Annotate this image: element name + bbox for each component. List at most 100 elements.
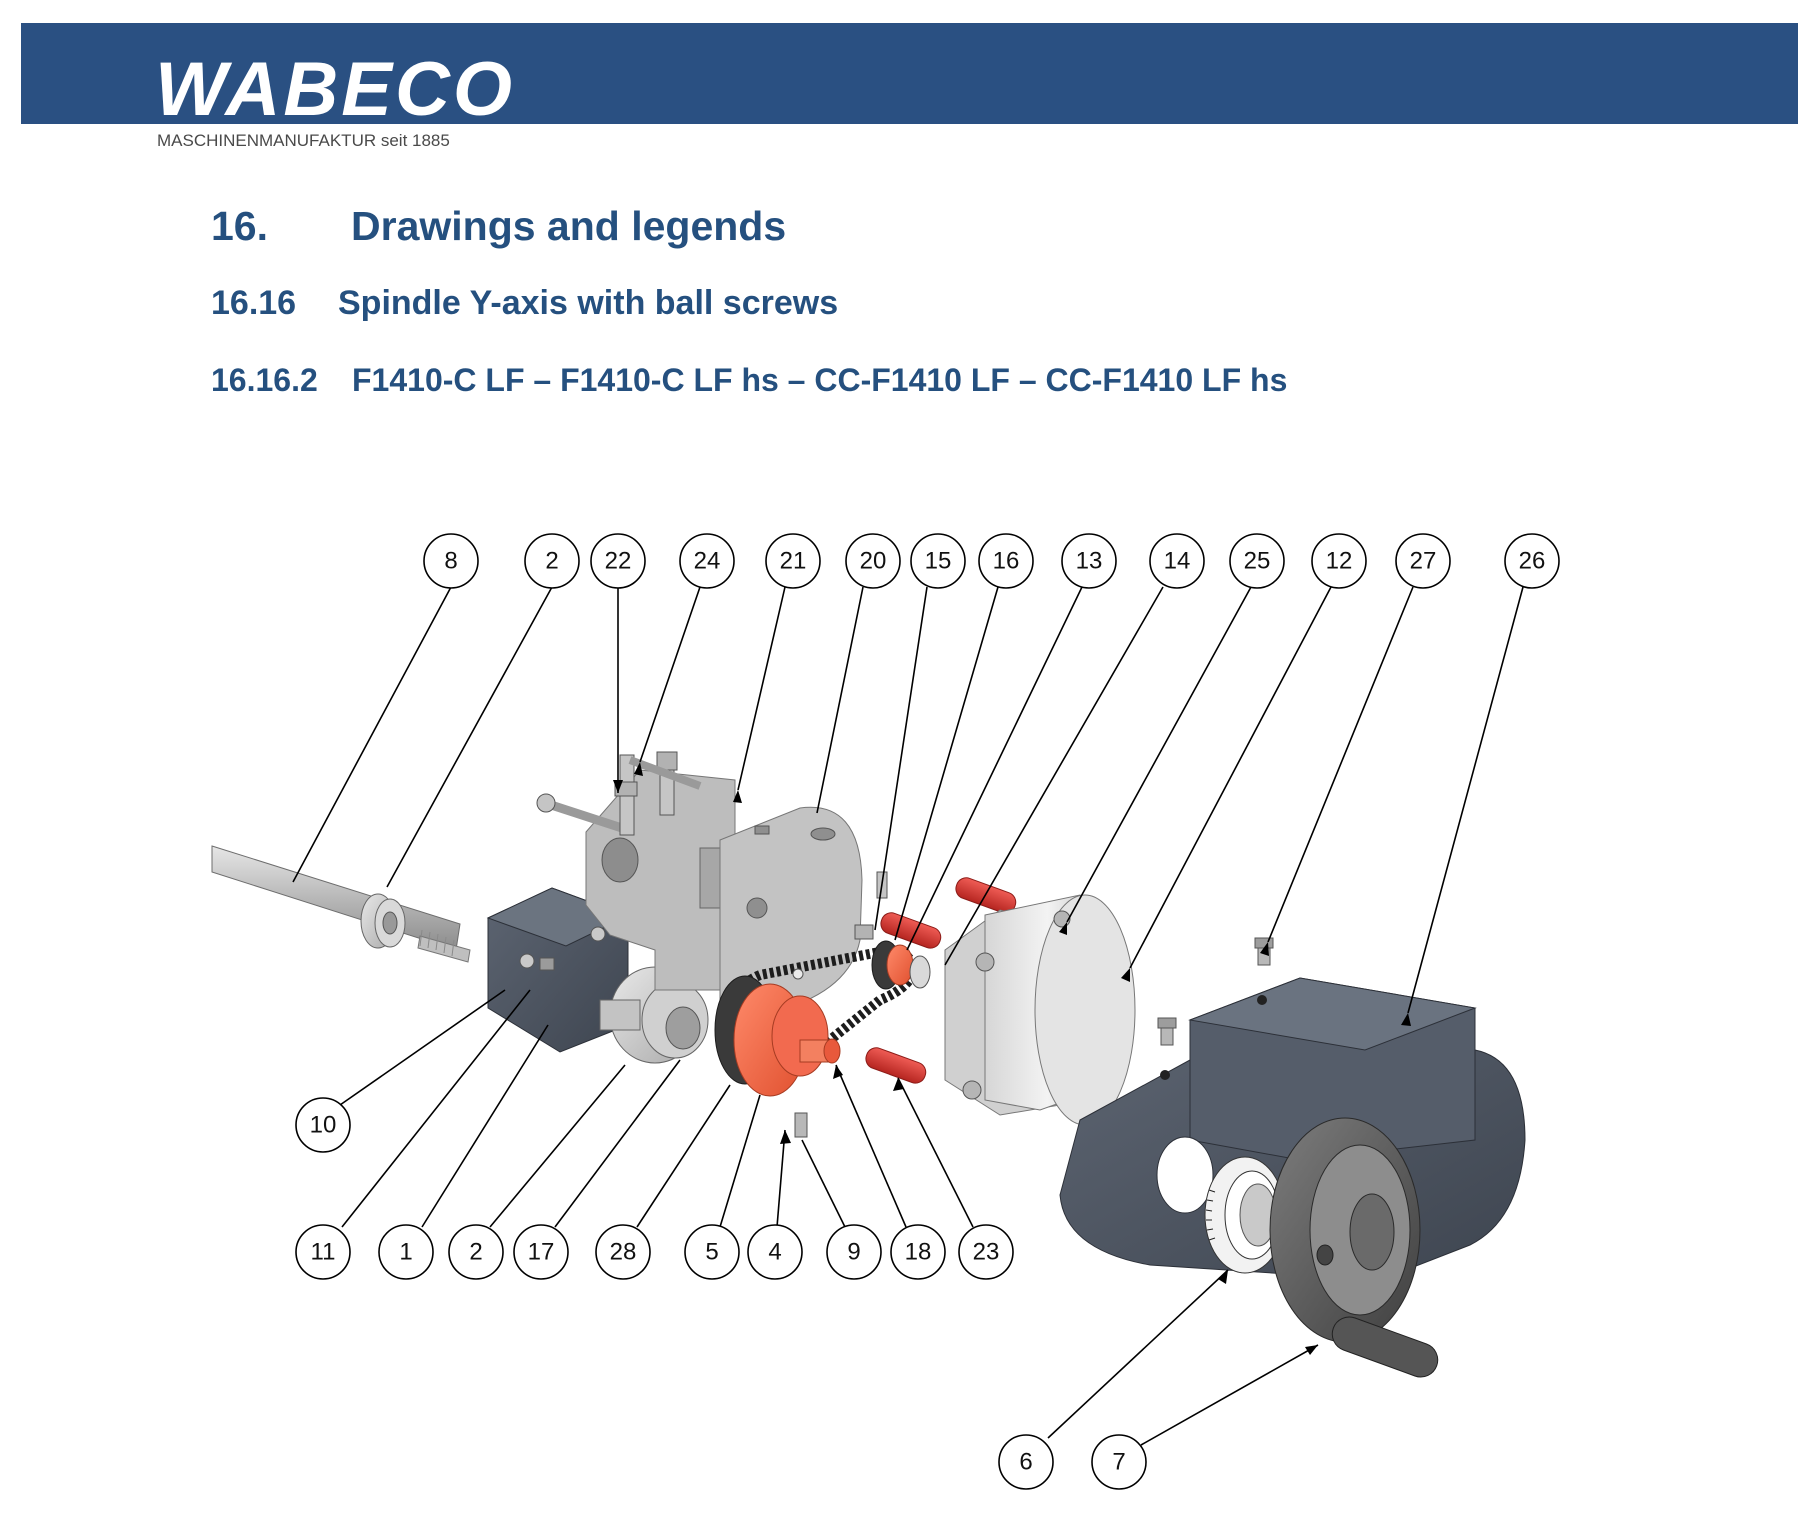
logo-tagline: MASCHINENMANUFAKTUR seit 1885 [157, 131, 450, 150]
callout-27: 27 [1395, 533, 1451, 589]
callout-number: 27 [1410, 548, 1437, 575]
callout-circle [524, 533, 580, 589]
callout-12: 12 [1311, 533, 1367, 589]
callout-number: 15 [925, 548, 952, 575]
callout-circle [448, 1224, 504, 1280]
callout-number: 22 [605, 548, 632, 575]
callout-circle [845, 533, 901, 589]
callout-number: 6 [1019, 1449, 1032, 1476]
callout-6: 6 [998, 1434, 1054, 1490]
callout-circle [1149, 533, 1205, 589]
section-title: Drawings and legends [351, 203, 787, 249]
callout-number: 9 [847, 1239, 860, 1266]
callout-circle [910, 533, 966, 589]
callout-circle [826, 1224, 882, 1280]
subsection-number: 16.16 [211, 284, 297, 322]
callout-circle [684, 1224, 740, 1280]
callout-number: 20 [860, 548, 887, 575]
callout-circle [1061, 533, 1117, 589]
callout-28: 28 [595, 1224, 651, 1280]
callout-number: 2 [469, 1239, 482, 1266]
callout-16: 16 [978, 533, 1034, 589]
callout-circle [295, 1097, 351, 1153]
callout-number: 5 [705, 1239, 718, 1266]
stepper-motor-12 [944, 894, 1136, 1126]
callout-number: 4 [768, 1239, 781, 1266]
callout-11: 11 [295, 1224, 351, 1280]
screws-22-24 [536, 751, 702, 836]
callout-number: 16 [993, 548, 1020, 575]
callout-circle [747, 1224, 803, 1280]
callout-circle [513, 1224, 569, 1280]
callout-circle [295, 1224, 351, 1280]
callout-circle [958, 1224, 1014, 1280]
callout-number: 12 [1326, 548, 1353, 575]
callout-26: 26 [1504, 533, 1560, 589]
bearing-block [599, 966, 709, 1064]
subsection-title: Spindle Y-axis with ball screws [338, 284, 839, 322]
callout-number: 17 [528, 1239, 555, 1266]
callout-22: 22 [590, 533, 646, 589]
model-heading: 16.16.2 F1410-C LF – F1410-C LF hs – CC-F… [211, 362, 1287, 399]
callout-23: 23 [958, 1224, 1014, 1280]
callout-number: 11 [311, 1239, 336, 1266]
callout-2: 2 [448, 1224, 504, 1280]
callout-number: 10 [310, 1112, 337, 1139]
callout-number: 18 [905, 1239, 932, 1266]
model-heading-number: 16.16.2 [211, 362, 318, 398]
callout-number: 14 [1164, 548, 1191, 575]
section-number: 16. [211, 203, 268, 249]
callout-1: 1 [378, 1224, 434, 1280]
callout-7: 7 [1091, 1434, 1147, 1490]
callout-circle [1395, 533, 1451, 589]
callout-circle [590, 533, 646, 589]
bearing-2-left [360, 893, 406, 949]
callout-2: 2 [524, 533, 580, 589]
callout-10: 10 [295, 1097, 351, 1153]
header-band [21, 23, 1798, 124]
callout-number: 24 [694, 548, 721, 575]
callout-circle [1091, 1434, 1147, 1490]
callout-circle [890, 1224, 946, 1280]
callout-number: 7 [1112, 1449, 1125, 1476]
callout-circle [1229, 533, 1285, 589]
callout-number: 8 [444, 548, 457, 575]
callout-circle [978, 533, 1034, 589]
callout-13: 13 [1061, 533, 1117, 589]
callout-circle [423, 533, 479, 589]
callout-25: 25 [1229, 533, 1285, 589]
callout-circle [765, 533, 821, 589]
subsection-heading: 16.16 Spindle Y-axis with ball screws [211, 284, 838, 323]
callout-18: 18 [890, 1224, 946, 1280]
callout-number: 28 [610, 1239, 637, 1266]
callout-number: 1 [399, 1239, 412, 1266]
callout-20: 20 [845, 533, 901, 589]
callout-14: 14 [1149, 533, 1205, 589]
callout-circle [1311, 533, 1367, 589]
section-heading: 16. Drawings and legends [211, 203, 786, 250]
callout-number: 21 [780, 548, 807, 575]
callout-5: 5 [684, 1224, 740, 1280]
handwheel-7 [1269, 1117, 1439, 1378]
callout-21: 21 [765, 533, 821, 589]
callout-circle [998, 1434, 1054, 1490]
leader-lines [292, 586, 1524, 1446]
wabeco-logo: WABECO [155, 47, 515, 132]
model-heading-title: F1410-C LF – F1410-C LF hs – CC-F1410 LF… [352, 362, 1288, 398]
callout-number: 25 [1244, 548, 1271, 575]
callout-number: 2 [545, 548, 558, 575]
pulley-5-orange [714, 968, 841, 1097]
callout-number: 13 [1076, 548, 1103, 575]
callout-15: 15 [910, 533, 966, 589]
dial-ring-6 [1204, 1156, 1286, 1274]
callout-4: 4 [747, 1224, 803, 1280]
callout-circle [1504, 533, 1560, 589]
callout-number: 26 [1519, 548, 1546, 575]
callout-circle [595, 1224, 651, 1280]
callout-17: 17 [513, 1224, 569, 1280]
callout-circle [378, 1224, 434, 1280]
callout-8: 8 [423, 533, 479, 589]
ball-screw-shaft [211, 845, 471, 963]
